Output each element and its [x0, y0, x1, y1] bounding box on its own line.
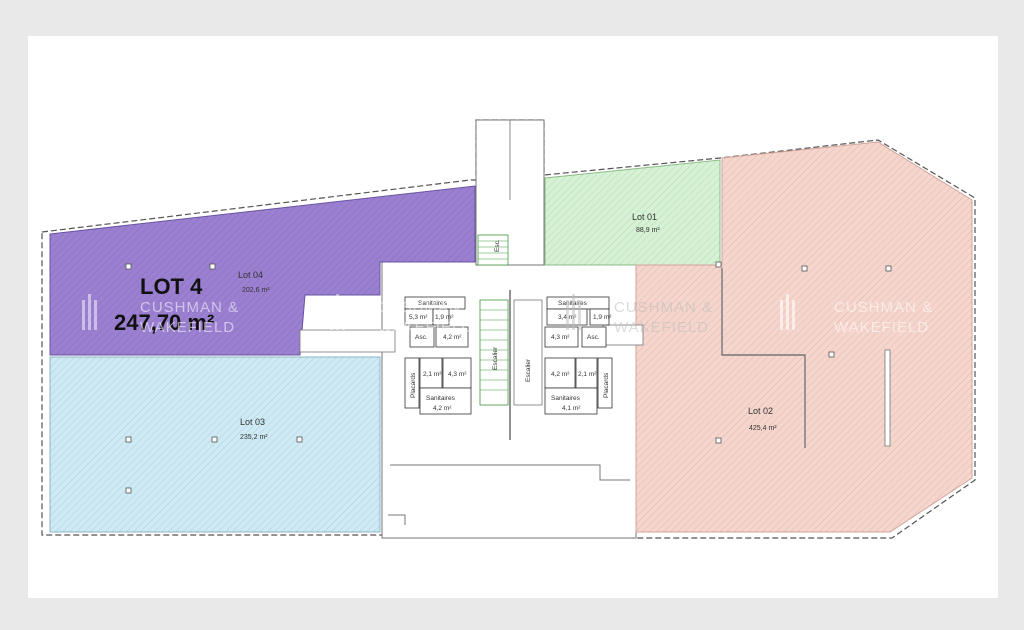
lot02-area: 425,4 m² [749, 425, 777, 432]
right-asc [581, 326, 607, 348]
lot03-area: 235,2 m² [240, 434, 268, 441]
top-stair-label: Esc. [494, 239, 501, 252]
right-stair [513, 299, 543, 406]
left-room-d-label: 2,1 m² [423, 371, 442, 378]
left-stair-label: Escalier [492, 346, 499, 370]
watermark-center-line2: WAKEFIELD [378, 319, 473, 336]
watermark-left: CUSHMAN & WAKEFIELD [82, 294, 239, 336]
watermark-right: CUSHMAN & WAKEFIELD [780, 294, 933, 336]
lot02-name: Lot 02 [748, 406, 773, 416]
left-asc-label: Asc. [415, 334, 428, 341]
core-bottom-wall-2 [388, 514, 406, 525]
top-stair [477, 234, 509, 266]
left-sanitaires-bottom-label: Sanitaires [426, 395, 456, 402]
right-room-c-label: 4,3 m² [551, 334, 570, 341]
lot04-name: Lot 04 [238, 270, 263, 280]
plan-frame: Esc. Escalier Escalier [28, 36, 998, 598]
highlight-title: LOT 4 [140, 274, 203, 299]
left-stair [479, 299, 509, 406]
left-asc [409, 326, 435, 348]
right-stair-label: Escalier [525, 358, 532, 382]
top-stair-steps [478, 240, 508, 260]
highlight-area: 247,70 m² [114, 310, 214, 335]
right-room-d-label: 4,2 m² [551, 371, 570, 378]
right-room-e-label: 2,1 m² [578, 371, 597, 378]
lot02-inner-wall [721, 268, 806, 448]
right-sanitaires-bottom [544, 387, 598, 415]
pillars [125, 261, 892, 494]
left-room-b [432, 308, 450, 326]
left-sanitaires-top-label: Sanitaires [418, 300, 448, 307]
watermark-right-line1: CUSHMAN & [834, 299, 933, 316]
right-room-b [589, 308, 610, 326]
lot01-area: 88,9 m² [636, 227, 660, 234]
right-placards-label: Placards [603, 372, 610, 398]
left-room-c [435, 326, 469, 348]
right-sanitaires-bottom-label: Sanitaires [551, 395, 581, 402]
left-room-a-label: 5,3 m² [409, 314, 428, 321]
watermark-center: CUSHMAN & WAKEFIELD [330, 294, 477, 336]
lot03-hatch [50, 357, 380, 532]
right-room-f-label: 4,1 m² [562, 405, 581, 412]
right-asc-label: Asc. [587, 334, 600, 341]
watermark-left-line2: WAKEFIELD [140, 319, 235, 336]
right-room-c [544, 326, 579, 348]
left-room-e-label: 4,3 m² [448, 371, 467, 378]
left-placards-label: Placards [410, 372, 417, 398]
watermark-mid-line2: WAKEFIELD [614, 319, 709, 336]
left-room-c-label: 4,2 m² [443, 334, 462, 341]
left-room-f-label: 4,2 m² [433, 405, 452, 412]
left-stair-steps [480, 309, 508, 391]
lot03-name: Lot 03 [240, 417, 265, 427]
left-room-e [442, 357, 472, 389]
lot04-area: 202,6 m² [242, 287, 270, 294]
right-room-b-label: 1,9 m² [593, 314, 612, 321]
watermark-left-line1: CUSHMAN & [140, 299, 239, 316]
lot04-hatch [50, 186, 475, 355]
lot02-partition [884, 349, 891, 447]
right-placards [597, 357, 613, 409]
watermark-mid: CUSHMAN & WAKEFIELD [566, 294, 713, 336]
floor-plan: Esc. Escalier Escalier [41, 119, 976, 539]
watermark-center-line1: CUSHMAN & [378, 299, 477, 316]
lot01-hatch [545, 160, 720, 265]
left-sanitaires-bottom [419, 387, 472, 415]
left-placards [404, 357, 420, 409]
watermark-right-line2: WAKEFIELD [834, 319, 929, 336]
lot01-name: Lot 01 [632, 212, 657, 222]
corridor-left [299, 329, 396, 353]
core-bottom-wall [390, 464, 630, 481]
watermark-mid-line1: CUSHMAN & [614, 299, 713, 316]
left-room-b-label: 1,9 m² [435, 314, 454, 321]
